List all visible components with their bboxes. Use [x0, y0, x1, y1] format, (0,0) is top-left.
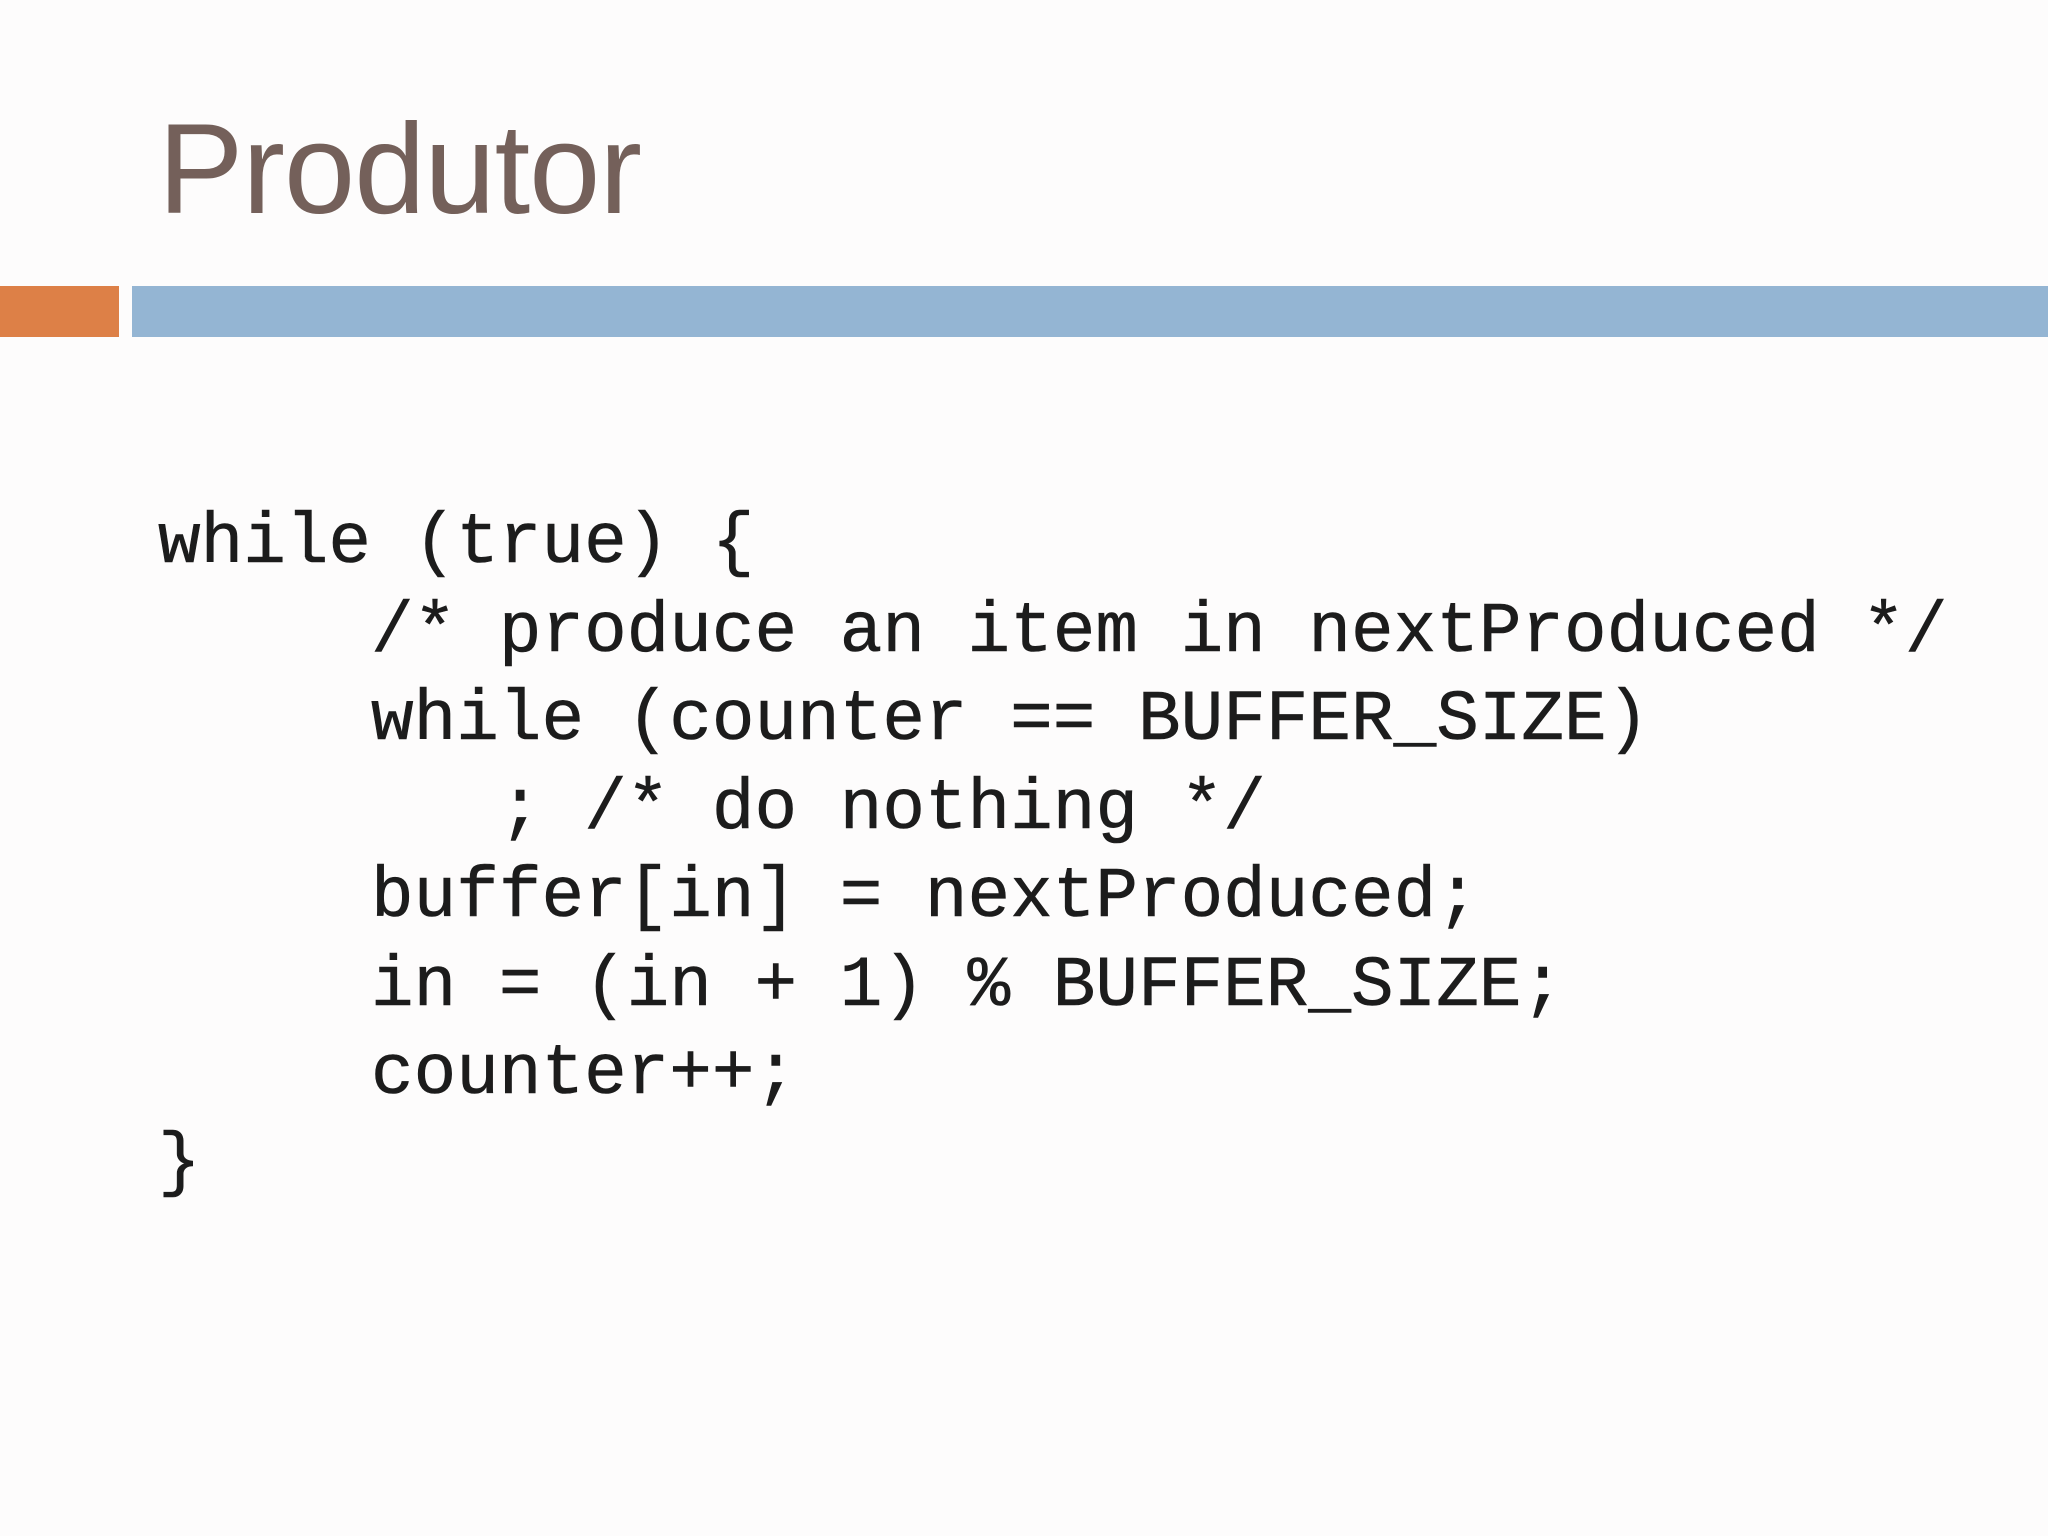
- code-line: counter++;: [158, 1035, 798, 1116]
- code-line: }: [158, 1123, 201, 1204]
- accent-bar: [0, 286, 119, 337]
- code-line: in = (in + 1) % BUFFER_SIZE;: [158, 946, 1565, 1027]
- code-block: while (true) { /* produce an item in nex…: [158, 500, 1948, 1208]
- code-line: while (counter == BUFFER_SIZE): [158, 681, 1650, 762]
- code-line: ; /* do nothing */: [158, 769, 1267, 850]
- code-line: buffer[in] = nextProduced;: [158, 858, 1479, 939]
- title-rule-bar: [132, 286, 2048, 337]
- code-line: while (true) {: [158, 504, 755, 585]
- slide-title: Produtor: [158, 98, 642, 241]
- code-line: /* produce an item in nextProduced */: [158, 592, 1948, 673]
